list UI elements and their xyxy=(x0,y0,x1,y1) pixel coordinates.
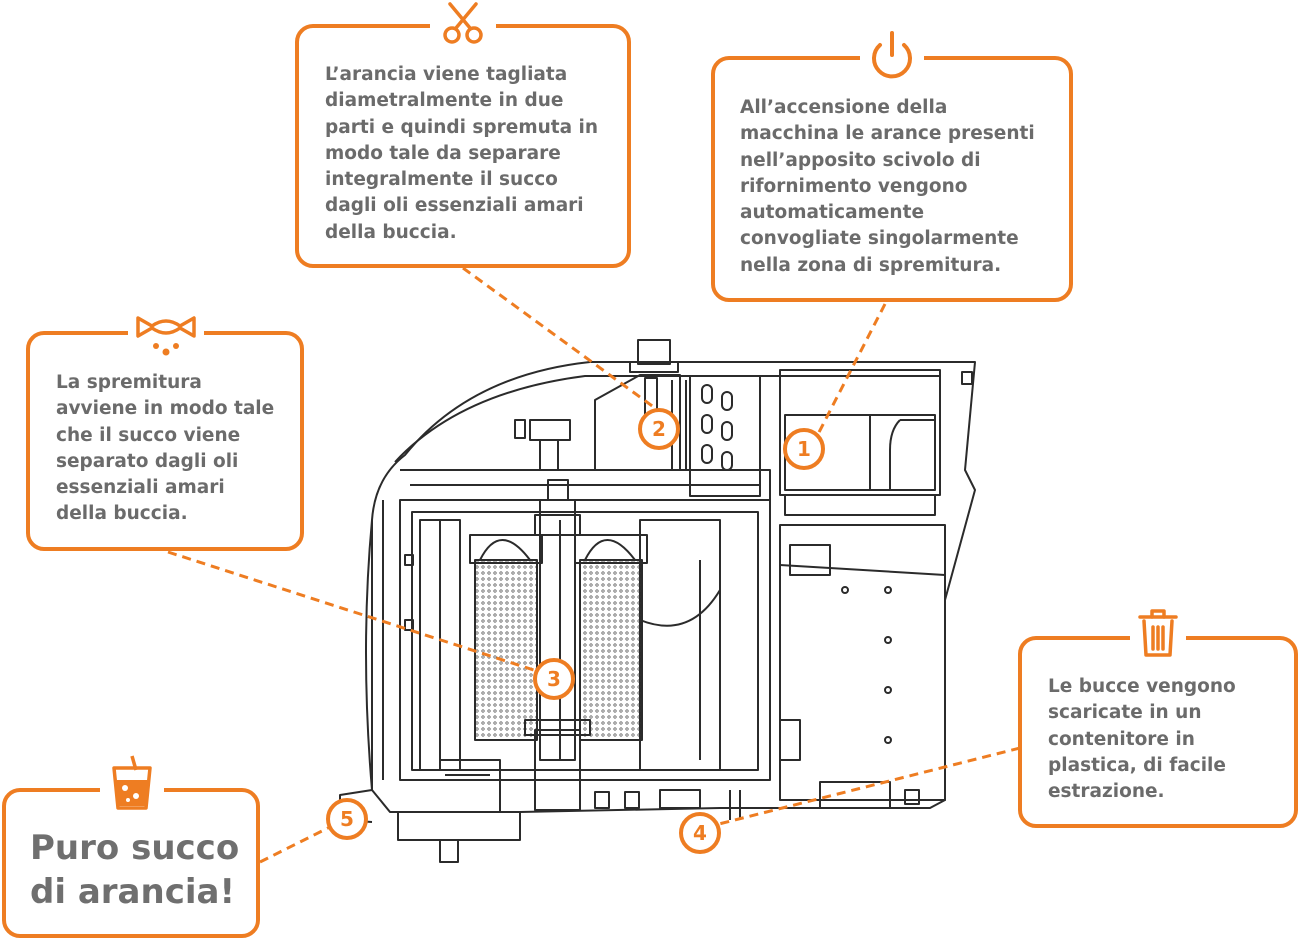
leader-3 xyxy=(167,550,541,674)
machine-outer-shell xyxy=(371,361,976,813)
filter-left xyxy=(474,559,538,741)
juice-glass-icon xyxy=(100,754,164,812)
leader-1 xyxy=(813,303,887,441)
callout-2: 2 xyxy=(638,408,680,450)
callout-3: 3 xyxy=(533,658,575,700)
power-icon xyxy=(860,27,924,85)
box-power xyxy=(711,56,1073,302)
squeeze-drops-icon xyxy=(128,312,204,358)
trash-bin-icon xyxy=(1130,603,1186,659)
leader-2 xyxy=(462,266,656,410)
filter-right xyxy=(579,559,643,741)
box-cut xyxy=(295,24,631,268)
machine-cross-section xyxy=(339,339,976,863)
callout-1: 1 xyxy=(783,428,825,470)
text-power: All’accensione della macchina le arance … xyxy=(740,97,1035,276)
blade-holder xyxy=(689,375,761,497)
box-peel xyxy=(1018,636,1298,828)
leader-lines xyxy=(167,266,1021,864)
leader-4 xyxy=(714,746,1021,827)
callout-5: 5 xyxy=(326,798,368,840)
text-cut: L’arancia viene tagliata diametralmente … xyxy=(325,64,599,243)
text-peel: Le bucce vengono scaricate in un conteni… xyxy=(1048,676,1236,803)
peel-container xyxy=(779,524,946,801)
text-squeeze: La spremitura avviene in modo tale che i… xyxy=(56,372,275,525)
top-cap xyxy=(637,339,671,365)
text-juice: Puro succo di arancia! xyxy=(30,828,240,912)
scissors-icon xyxy=(430,0,496,48)
callout-4: 4 xyxy=(679,812,721,854)
